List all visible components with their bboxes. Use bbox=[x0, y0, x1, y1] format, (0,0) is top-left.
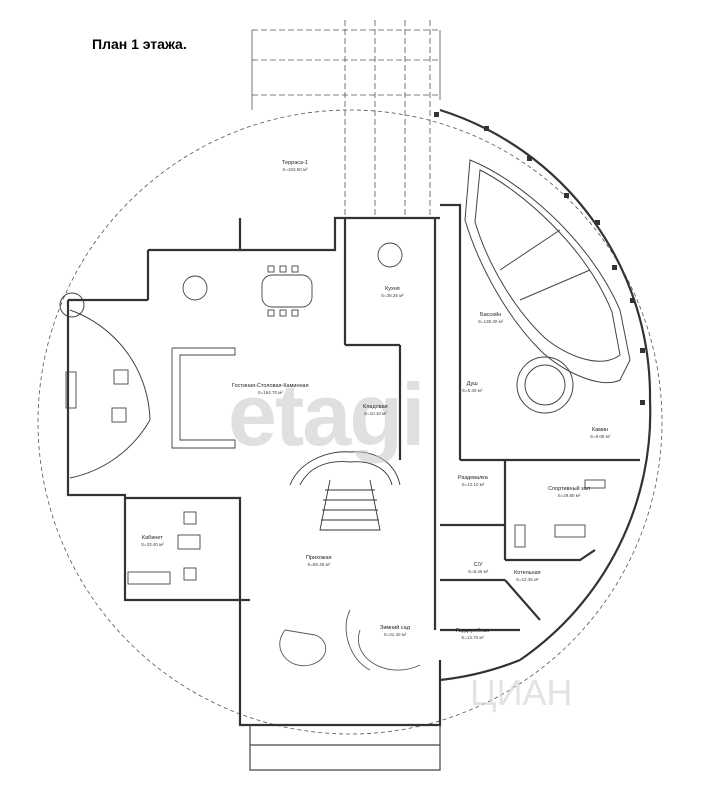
room-terrace: Терраса-1 S=163.50 м² bbox=[282, 160, 308, 173]
outer-dashed-circle bbox=[37, 109, 663, 735]
room-boiler: Котельная S=12.35 м² bbox=[514, 570, 541, 583]
room-name: Котельная bbox=[514, 570, 541, 576]
room-fireplace: Камин S=9.08 м² bbox=[590, 427, 610, 440]
office-furniture bbox=[127, 511, 201, 585]
sofa bbox=[65, 347, 236, 449]
room-hall: Прихожая S=80.45 м² bbox=[306, 555, 332, 568]
room-living: Гостиная-Столовая-Каминная S=164.70 м² bbox=[232, 383, 309, 396]
room-name: С/У bbox=[473, 562, 483, 568]
room-kitchen: Кухня S=38.35 м² bbox=[381, 286, 404, 299]
room-name: Бассейн bbox=[479, 312, 502, 318]
room-area: S=135.30 м² bbox=[478, 319, 504, 325]
room-name: Спортивный зал bbox=[548, 486, 590, 492]
gym-equipment bbox=[514, 479, 606, 548]
room-pantry: Кладовая S=10.10 м² bbox=[363, 404, 388, 417]
dining-table bbox=[182, 242, 403, 317]
room-pool: Бассейн S=135.30 м² bbox=[478, 312, 503, 325]
pool-shape bbox=[464, 159, 631, 414]
room-wc: С/У S=8.45 м² bbox=[468, 562, 488, 575]
room-area: S=80.45 м² bbox=[307, 562, 331, 568]
walls bbox=[66, 108, 652, 727]
room-name: Терраса-1 bbox=[282, 160, 308, 166]
room-office: Кабинет S=33.40 м² bbox=[141, 535, 164, 548]
winter-garden bbox=[279, 609, 421, 671]
room-area: S=5.30 м² bbox=[462, 388, 483, 394]
room-name: Гостиная-Столовая-Каминная bbox=[232, 383, 309, 389]
room-area: S=29.80 м² bbox=[557, 493, 581, 499]
staircase bbox=[289, 451, 401, 531]
room-area: S=163.50 м² bbox=[282, 167, 308, 173]
room-area: S=13.70 м² bbox=[461, 635, 484, 641]
room-garden: Зимний сад S=31.40 м² bbox=[380, 625, 410, 638]
room-area: S=33.40 м² bbox=[141, 542, 164, 548]
room-area: S=9.08 м² bbox=[590, 434, 611, 440]
room-name: Камин bbox=[592, 427, 609, 433]
room-wardrobe: Гардеробная S=13.70 м² bbox=[456, 628, 489, 641]
room-name: Кабинет bbox=[141, 535, 163, 541]
room-name: Гардеробная bbox=[456, 628, 490, 634]
room-name: Кладовая bbox=[363, 404, 388, 410]
room-name: Кухня bbox=[385, 286, 400, 292]
room-area: S=31.40 м² bbox=[383, 632, 407, 638]
room-changing: Раздевалка S=12.10 м² bbox=[458, 475, 488, 488]
room-gym: Спортивный зал S=29.80 м² bbox=[547, 486, 591, 499]
room-area: S=8.45 м² bbox=[468, 569, 489, 575]
room-area: S=38.35 м² bbox=[381, 293, 404, 299]
room-shower: Душ S=5.30 м² bbox=[462, 381, 482, 394]
room-name: Душ bbox=[466, 381, 478, 387]
page-title: План 1 этажа. bbox=[92, 36, 187, 52]
room-name: Зимний сад bbox=[380, 625, 410, 631]
room-name: Прихожая bbox=[306, 555, 332, 561]
ring-columns bbox=[434, 112, 645, 405]
room-area: S=12.35 м² bbox=[515, 577, 539, 583]
etagi-watermark: etagi bbox=[228, 365, 425, 464]
room-area: S=12.10 м² bbox=[461, 482, 485, 488]
cian-watermark: ЦИАН bbox=[470, 672, 573, 713]
room-area: S=164.70 м² bbox=[257, 390, 283, 396]
room-name: Раздевалка bbox=[458, 475, 488, 481]
room-area: S=10.10 м² bbox=[363, 411, 387, 417]
